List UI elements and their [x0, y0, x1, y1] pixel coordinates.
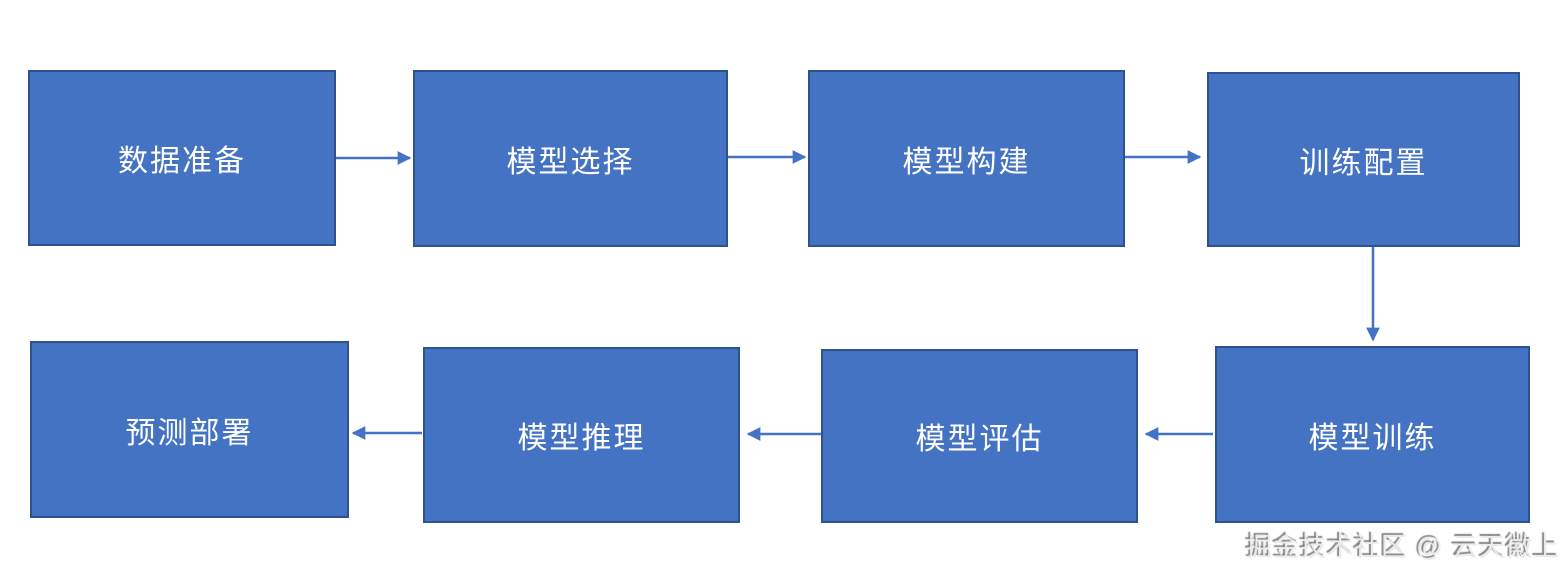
node-model-evaluation: 模型评估 — [821, 349, 1138, 523]
node-label: 预测部署 — [125, 416, 254, 450]
node-training-config: 训练配置 — [1207, 72, 1520, 247]
node-model-training: 模型训练 — [1215, 346, 1530, 523]
node-label: 模型推理 — [517, 422, 646, 455]
node-data-preparation: 数据准备 — [28, 70, 336, 246]
node-label: 模型训练 — [1308, 421, 1437, 455]
node-label: 数据准备 — [118, 145, 246, 178]
node-label: 模型选择 — [506, 145, 635, 179]
node-prediction-deploy: 预测部署 — [30, 341, 349, 518]
node-label: 模型评估 — [915, 423, 1044, 456]
node-label: 训练配置 — [1299, 146, 1428, 180]
watermark-text: 掘金技术社区 @ 云天徽上 — [1246, 532, 1560, 562]
node-label: 模型构建 — [902, 145, 1031, 179]
node-model-selection: 模型选择 — [413, 70, 728, 247]
node-model-construction: 模型构建 — [808, 70, 1125, 247]
node-model-inference: 模型推理 — [423, 347, 740, 523]
